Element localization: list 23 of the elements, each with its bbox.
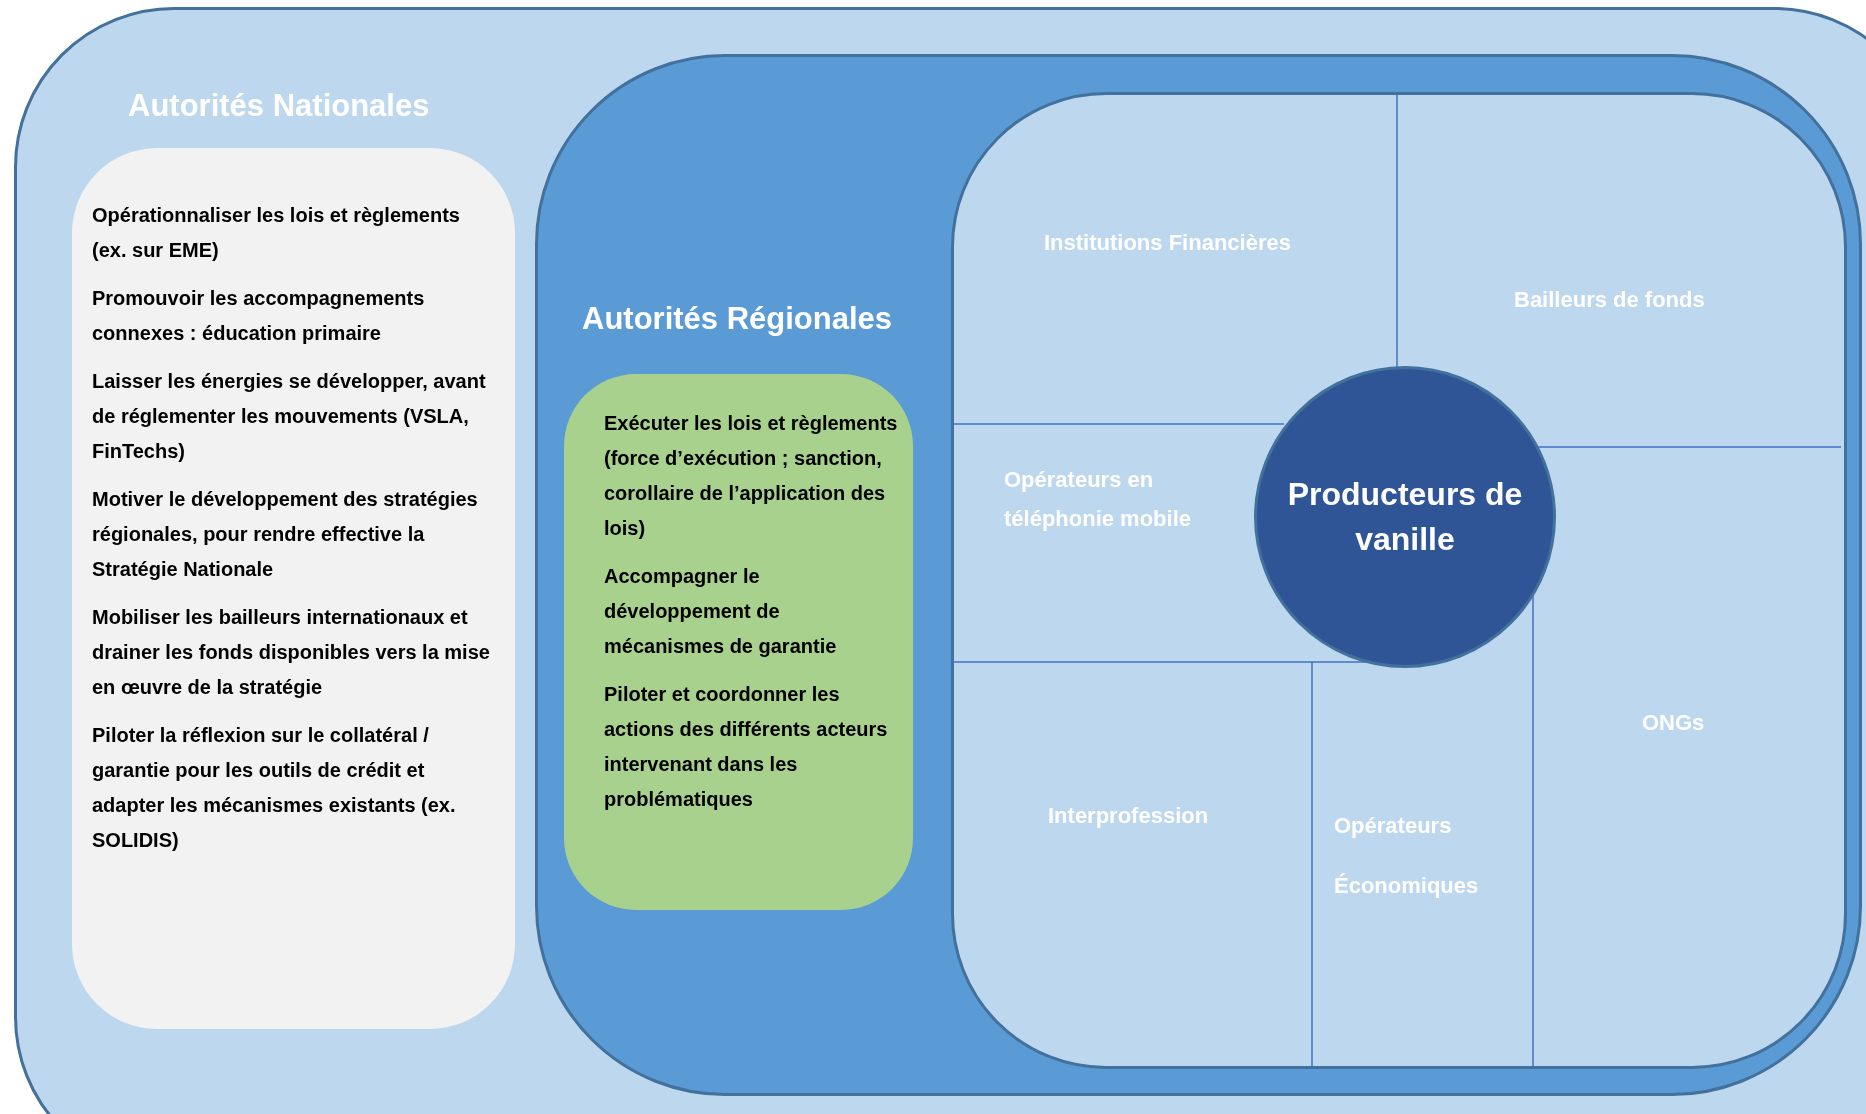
role-text: Motiver le développement des stratégies régionales, pour rendre effective la Stratégie Nationale: [92, 487, 479, 582]
role-text: Accompagner le développement de mécanismes de garantie: [604, 564, 838, 659]
sector-label: Bailleurs de fonds: [1514, 280, 1794, 319]
outer-panel: [14, 7, 1866, 1114]
region-panel: [535, 54, 1862, 1096]
group-heading: Autorités Nationales: [128, 88, 430, 124]
center-circle: Producteurs de vanille: [1254, 366, 1556, 668]
group-heading: Autorités Régionales: [582, 301, 893, 337]
sector-label: Opérateurs Économiques: [1334, 796, 1514, 916]
role-text: Piloter la réflexion sur le collatéral / garantie pour les outils de crédit et adapter les mécanismes existants (ex. SOLIDIS): [92, 723, 457, 853]
text-panel: [72, 148, 515, 1029]
stakeholder-panel: [951, 92, 1847, 1069]
sector-label: Opérateurs en téléphonie mobile: [1004, 460, 1234, 538]
role-text: Opérationnaliser les lois et règlements (ex. sur EME): [92, 203, 461, 263]
role-text: Mobiliser les bailleurs internationaux et drainer les fonds disponibles vers la mise en œuvre de la stratégie: [92, 605, 491, 700]
role-text: Exécuter les lois et règlements (force d’exécution ; sanction, corollaire de l’application des lois): [604, 411, 899, 541]
role-text: Laisser les énergies se développer, avant de réglementer les mouvements (VSLA, FinTechs): [92, 369, 487, 464]
text-panel: [564, 374, 913, 910]
role-text: Piloter et coordonner les actions des différents acteurs intervenant dans les problématiques: [604, 682, 889, 812]
role-text: Promouvoir les accompagnements connexes : éducation primaire: [92, 286, 426, 346]
sector-label: Institutions Financières: [1044, 223, 1364, 262]
sector-label: ONGs: [1642, 703, 1762, 742]
sector-label: Interprofession: [1048, 796, 1298, 835]
